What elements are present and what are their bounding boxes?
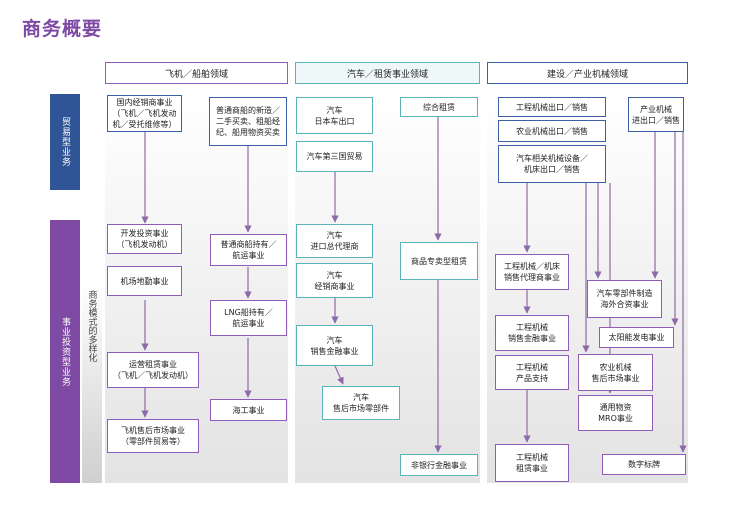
box-auto-third: 汽车第三国贸易 [296, 141, 373, 172]
box-auto-parts: 汽车 售后市场零部件 [322, 386, 400, 420]
box-auto-export: 汽车 日本车出口 [296, 97, 373, 134]
box-mro: 通用物资 MRO事业 [578, 395, 653, 431]
box-cm-dealer: 工程机械／机床 销售代理商事业 [495, 254, 569, 290]
box-marine: 海工事业 [210, 399, 287, 421]
box-airport: 机场地勤事业 [107, 266, 182, 296]
box-special-lease: 商品专卖型租赁 [400, 242, 478, 280]
box-cm-rental: 工程机械 租赁事业 [495, 444, 569, 482]
diversify-label-wrap: 商务模式的多样化 [84, 290, 100, 390]
aviation-column-header: 飞机／船舶领域 [105, 62, 288, 84]
box-industrial: 产业机械 进出口／销售 [628, 97, 684, 132]
box-engine-dev: 开发投资事业 （飞机发动机） [107, 224, 182, 254]
box-general-lease: 综合租赁 [400, 97, 478, 117]
box-solar: 太阳能发电事业 [599, 327, 674, 348]
box-aftermarket: 飞机售后市场事业 （零部件贸易等） [107, 419, 199, 453]
box-digital: 数字标牌 [602, 454, 686, 475]
page-title: 商务概要 [22, 18, 103, 40]
box-auto-dealer: 汽车 经销商事业 [296, 263, 373, 298]
box-auto-import: 汽车 进口总代理商 [296, 224, 373, 258]
box-parts-jv: 汽车零部件制造 海外合资事业 [587, 280, 662, 318]
box-cm-export: 工程机械出口／销售 [498, 97, 606, 117]
box-aviation-leasing: 运营租赁事业 （飞机／飞机发动机） [107, 352, 199, 388]
investment-row-label: 事业投资型业务 [60, 316, 70, 387]
box-aviation-domestic: 国内经销商事业 （飞机／飞机发动 机／受托维修等） [107, 95, 182, 132]
box-farm-export: 农业机械出口／销售 [498, 120, 606, 142]
auto-column-header: 汽车／租赁事业领域 [295, 62, 480, 84]
diversify-label: 商务模式的多样化 [86, 290, 97, 362]
arrow-auto-3 [334, 365, 344, 385]
box-cm-finance: 工程机械 销售金融事业 [495, 315, 569, 351]
trade-row-label: 贸易型业务 [60, 117, 70, 167]
box-equip-export: 汽车相关机械设备／ 机床出口／销售 [498, 145, 606, 183]
box-cm-support: 工程机械 产品支持 [495, 355, 569, 390]
box-auto-finance: 汽车 销售金融事业 [296, 325, 373, 366]
investment-row-band: 事业投资型业务 [50, 220, 80, 483]
box-ship-own: 普通商船持有／ 航运事业 [210, 234, 287, 266]
box-lng: LNG船持有／ 航运事业 [210, 300, 287, 336]
box-nonbank: 非银行金融事业 [400, 454, 478, 476]
trade-row-band: 贸易型业务 [50, 94, 80, 190]
construction-column-header: 建设／产业机械领域 [487, 62, 688, 84]
box-farm-after: 农业机械 售后市场事业 [578, 354, 653, 391]
diversify-band [82, 282, 102, 483]
box-ship-trade: 普通商船的新造／ 二手买卖、租船经 纪、船用物资买卖 [209, 97, 287, 146]
